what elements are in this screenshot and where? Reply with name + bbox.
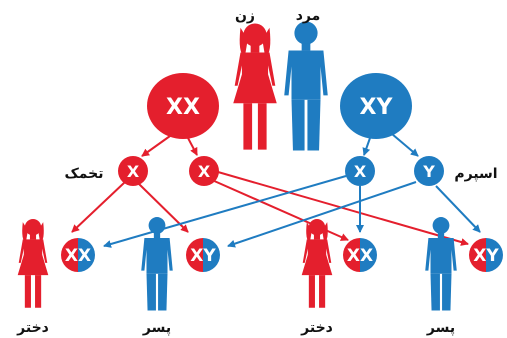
woman-figure xyxy=(233,23,277,150)
child-2-genotype-text: XY xyxy=(190,246,216,266)
daughter-2-label: دختر xyxy=(300,320,333,336)
son-1-label: پسر xyxy=(142,320,171,336)
child-4-genotype-circle: XY xyxy=(469,238,503,272)
son-2-figure xyxy=(425,217,457,311)
child-4-genotype-text: XY xyxy=(473,246,499,266)
child-1-genotype-circle: XX xyxy=(61,238,95,272)
arrow-mother-egg1 xyxy=(141,135,171,157)
sperm-x-text: X xyxy=(354,162,367,181)
child-3-genotype-text: XX xyxy=(347,246,373,266)
sperm-y-text: Y xyxy=(422,162,435,181)
father-genotype-circle: XY xyxy=(340,73,412,139)
arrow-egg1-child1 xyxy=(71,181,126,233)
sperm-label: اسپرم xyxy=(454,166,497,182)
arrow-father-spermy xyxy=(391,133,419,157)
child-2-genotype-circle: XY xyxy=(186,238,220,272)
mother-genotype-circle: XX xyxy=(147,73,219,139)
sperm-x-circle: X xyxy=(345,156,375,186)
egg-1-circle: X xyxy=(118,156,148,186)
man-label: مرد xyxy=(296,8,321,24)
child-3-genotype-circle: XX xyxy=(343,238,377,272)
arrow-egg2-child4 xyxy=(217,171,469,246)
arrow-spermy-child4 xyxy=(435,185,481,233)
arrow-spermx-child1 xyxy=(103,175,347,248)
egg-label: تخمک xyxy=(64,166,103,182)
child-1-genotype-text: XX xyxy=(65,246,91,266)
daughter-1-figure xyxy=(17,219,49,308)
egg-2-text: X xyxy=(198,162,211,181)
arrow-spermy-child2 xyxy=(227,181,417,248)
mother-genotype-text: XX xyxy=(166,95,200,120)
man-figure xyxy=(284,21,328,151)
arrow-father-spermx xyxy=(362,137,371,156)
son-1-figure xyxy=(141,217,173,311)
egg-1-text: X xyxy=(127,162,140,181)
sperm-y-circle: Y xyxy=(414,156,444,186)
egg-2-circle: X xyxy=(189,156,219,186)
daughter-2-figure xyxy=(301,219,333,308)
father-genotype-text: XY xyxy=(360,95,394,120)
woman-label: زن xyxy=(235,8,255,24)
son-2-label: پسر xyxy=(426,320,455,336)
daughter-1-label: دختر xyxy=(16,320,49,336)
arrow-mother-egg2 xyxy=(187,137,198,156)
